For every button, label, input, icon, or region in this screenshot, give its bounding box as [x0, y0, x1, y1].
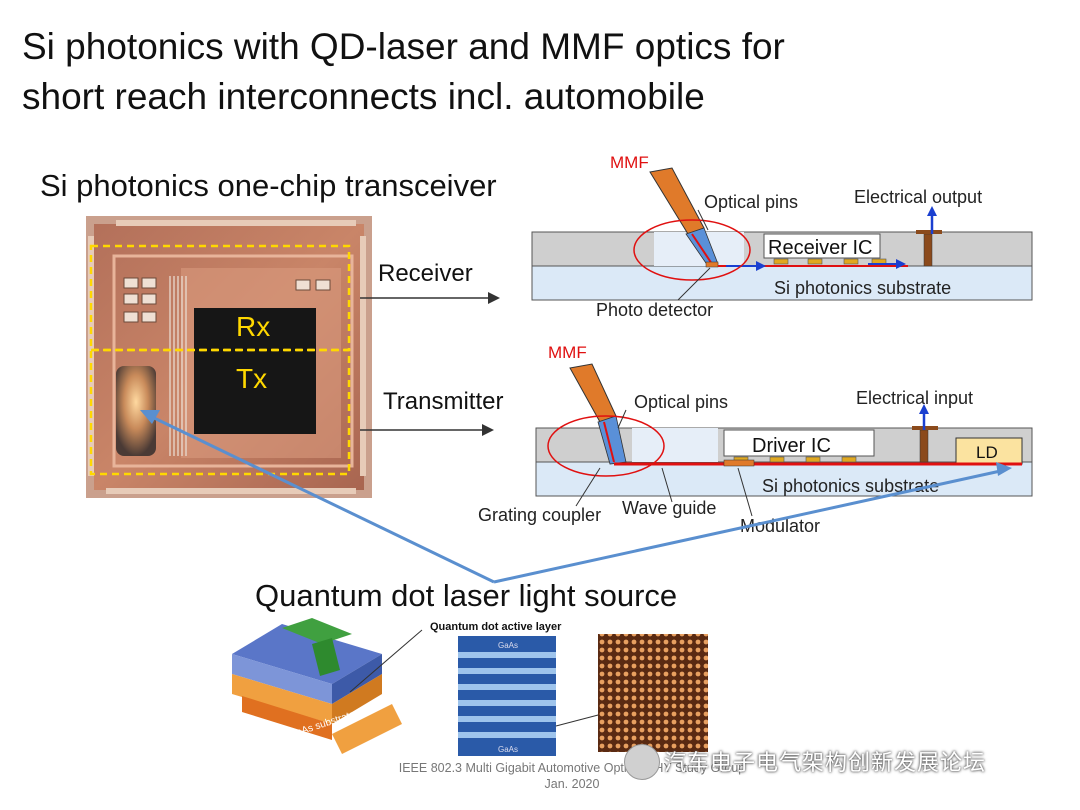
- rx-mmf-label: MMF: [610, 153, 649, 172]
- tx-mmf-label: MMF: [548, 343, 587, 362]
- driver-ic-label: Driver IC: [752, 435, 831, 457]
- modulator-label: Modulator: [740, 516, 820, 536]
- gaas-top-label: GaAs: [498, 641, 518, 650]
- grating-coupler-label: Grating coupler: [478, 505, 601, 525]
- tx-label: Tx: [236, 363, 267, 394]
- chip-photo: Rx Tx: [86, 216, 372, 498]
- qd-active-layer-label: Quantum dot active layer: [430, 621, 562, 633]
- receiver-diagram: MMF Optical pins Electrical output Recei…: [531, 153, 1033, 320]
- rx-label: Rx: [236, 311, 270, 342]
- title-line-2: short reach interconnects incl. automobi…: [22, 76, 705, 117]
- electrical-input-label: Electrical input: [856, 388, 973, 408]
- title-line-1: Si photonics with QD-laser and MMF optic…: [22, 26, 785, 67]
- photo-detector-label: Photo detector: [596, 300, 713, 320]
- tx-substrate-label: Si photonics substrate: [762, 476, 939, 496]
- ld-label: LD: [976, 443, 998, 462]
- receiver-ic-label: Receiver IC: [768, 237, 872, 259]
- qd-title: Quantum dot laser light source: [255, 578, 678, 613]
- wechat-icon: [624, 744, 660, 780]
- footer-line-2: Jan. 2020: [544, 777, 600, 791]
- receiver-label: Receiver: [378, 260, 473, 287]
- slide-title: Si photonics with QD-laser and MMF optic…: [22, 22, 1062, 122]
- transmitter-label: Transmitter: [383, 388, 504, 415]
- chip-subtitle: Si photonics one-chip transceiver: [40, 168, 497, 203]
- watermark: 汽车电子电气架构创新发展论坛: [664, 750, 987, 775]
- qd-illustrations: GaAs substrate Quantum dot active layer …: [232, 618, 708, 756]
- electrical-output-label: Electrical output: [854, 187, 982, 207]
- gaas-bottom-label: GaAs: [498, 745, 518, 754]
- rx-optical-pins-label: Optical pins: [704, 192, 798, 212]
- rx-substrate-label: Si photonics substrate: [774, 278, 951, 298]
- wave-guide-label: Wave guide: [622, 498, 716, 518]
- tx-optical-pins-label: Optical pins: [634, 392, 728, 412]
- transmitter-diagram: MMF Optical pins Electrical input Driver…: [478, 343, 1033, 536]
